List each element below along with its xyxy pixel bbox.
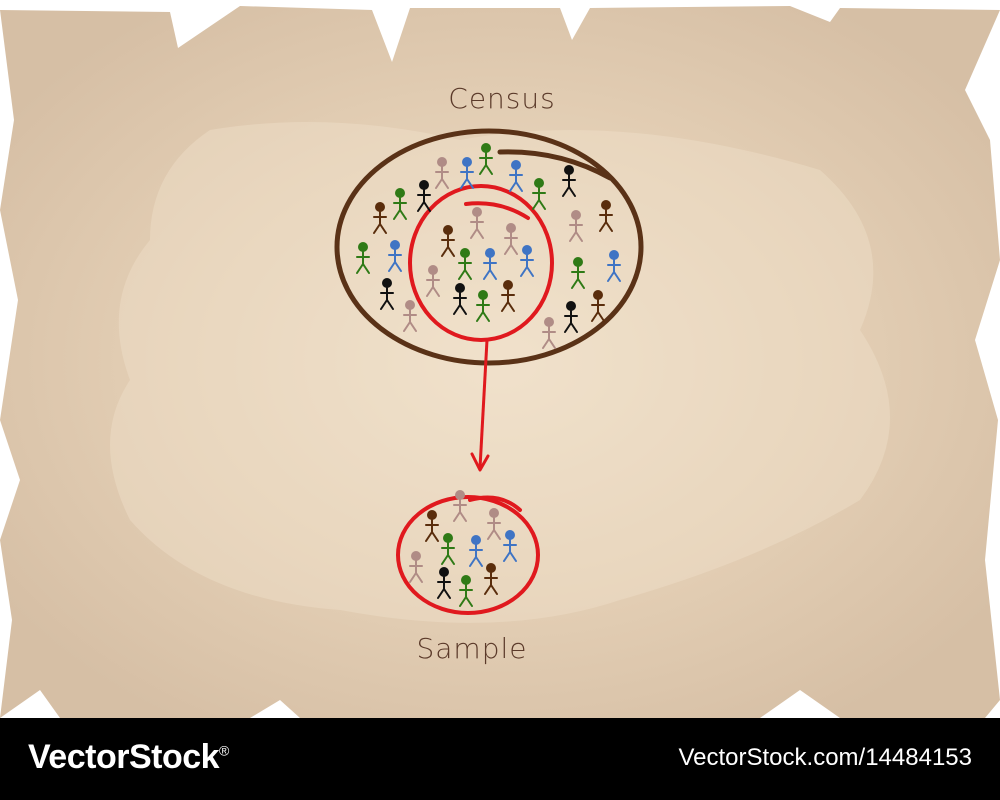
stick-figure (470, 207, 484, 239)
watermark-footer: VectorStock® VectorStock.com/14484153 (0, 718, 1000, 800)
stick-figure (501, 280, 515, 312)
stick-figure (417, 180, 431, 212)
sample-selection-circle (408, 184, 554, 342)
sample-people-group (409, 490, 517, 607)
census-label: Census (448, 82, 556, 115)
stick-figure (435, 157, 449, 189)
stick-figure (542, 317, 556, 349)
census-people-group (356, 143, 621, 349)
stick-figure (425, 510, 439, 542)
stick-figure (487, 508, 501, 540)
stick-figure (569, 210, 583, 242)
stick-figure (437, 567, 451, 599)
sample-circle (396, 495, 540, 615)
stick-figure (403, 300, 417, 332)
stick-figure (504, 223, 518, 255)
stick-figure (453, 490, 467, 522)
stick-figure (460, 157, 474, 189)
vectorstock-logo: VectorStock® (28, 738, 229, 776)
stick-figure (388, 240, 402, 272)
stick-figure (564, 301, 578, 333)
stick-figure (373, 202, 387, 234)
stick-figure (441, 533, 455, 565)
stick-figure (458, 248, 472, 280)
stick-figure (469, 535, 483, 567)
census-circle (334, 128, 644, 366)
sample-label: Sample (416, 632, 528, 665)
stick-figure (441, 225, 455, 257)
stick-figure (484, 563, 498, 595)
stick-figure (509, 160, 523, 192)
stick-figure (479, 143, 493, 175)
stick-figure (393, 188, 407, 220)
stick-figure (532, 178, 546, 210)
stick-figure (520, 245, 534, 277)
image-id: VectorStock.com/14484153 (678, 744, 972, 771)
stick-figure (476, 290, 490, 322)
stick-figure (607, 250, 621, 282)
selection-arrow (470, 339, 490, 472)
stick-figure (409, 551, 423, 583)
stick-figure (591, 290, 605, 322)
stick-figure (426, 265, 440, 297)
stick-figure (356, 242, 370, 274)
stick-figure (599, 200, 613, 232)
stick-figure (453, 283, 467, 315)
stick-figure (459, 575, 473, 607)
stick-figure (503, 530, 517, 562)
stick-figure (380, 278, 394, 310)
stick-figure (483, 248, 497, 280)
stick-figure (562, 165, 576, 197)
stick-figure (571, 257, 585, 289)
